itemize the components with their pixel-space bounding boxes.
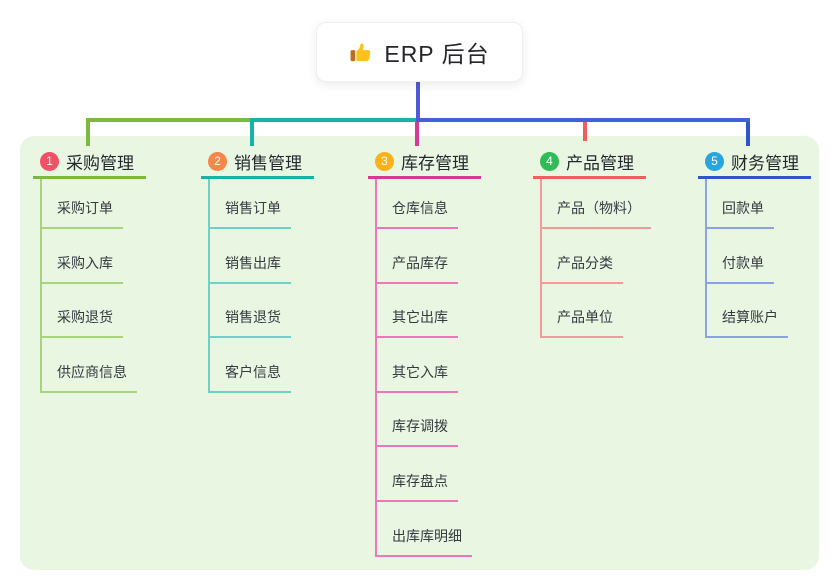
branch-number-badge: 2 (208, 151, 227, 171)
branch-inventory: 3 库存管理 仓库信息 产品库存 其它出库 其它入库 库存调拨 库存盘点 出库库… (368, 146, 528, 557)
branch-items: 产品（物料） 产品分类 产品单位 (540, 179, 651, 339)
branch-purchase: 1 采购管理 采购订单 采购入库 采购退货 供应商信息 (33, 146, 193, 393)
drop-line-finance (746, 118, 750, 146)
branch-title-finance[interactable]: 5 财务管理 (698, 146, 811, 179)
branch-title-label: 库存管理 (401, 153, 469, 173)
drop-line-product (583, 118, 587, 141)
node-item[interactable]: 其它出库 (377, 284, 472, 339)
branch-title-purchase[interactable]: 1 采购管理 (33, 146, 146, 179)
bus-line-right (416, 118, 750, 122)
branch-items: 销售订单 销售出库 销售退货 客户信息 (208, 179, 291, 393)
branch-title-label: 销售管理 (234, 153, 302, 173)
node-item[interactable]: 产品（物料） (542, 179, 651, 229)
thumbs-up-icon (350, 42, 371, 61)
branch-items: 仓库信息 产品库存 其它出库 其它入库 库存调拨 库存盘点 出库库明细 (375, 179, 472, 557)
node-item-label: 采购入库 (42, 253, 123, 284)
branch-title-inventory[interactable]: 3 库存管理 (368, 146, 481, 179)
drop-line-purchase (86, 118, 90, 146)
branches-panel (20, 136, 819, 570)
node-item-label: 其它出库 (377, 307, 458, 339)
node-item-label: 供应商信息 (42, 362, 137, 393)
branch-title-label: 产品管理 (566, 153, 634, 173)
branch-finance: 5 财务管理 回款单 付款单 结算账户 (698, 146, 839, 339)
node-item[interactable]: 结算账户 (707, 284, 788, 339)
node-item[interactable]: 其它入库 (377, 338, 472, 393)
node-item[interactable]: 销售退货 (210, 284, 291, 339)
node-item[interactable]: 供应商信息 (42, 338, 137, 393)
branch-title-label: 财务管理 (731, 153, 799, 173)
branch-number-badge: 5 (705, 151, 724, 171)
node-item[interactable]: 采购订单 (42, 179, 137, 229)
node-item-label: 付款单 (707, 253, 774, 284)
node-item[interactable]: 采购入库 (42, 229, 137, 284)
branch-number-badge: 4 (540, 151, 559, 171)
branch-title-sales[interactable]: 2 销售管理 (201, 146, 314, 179)
branch-title-product[interactable]: 4 产品管理 (533, 146, 646, 179)
node-item-label: 采购退货 (42, 307, 123, 339)
node-item-label: 结算账户 (707, 307, 788, 339)
node-item-label: 回款单 (707, 198, 774, 229)
branch-title-label: 采购管理 (66, 153, 134, 173)
node-item[interactable]: 库存调拨 (377, 393, 472, 448)
node-item-label: 库存盘点 (377, 471, 458, 502)
node-item-label: 销售出库 (210, 253, 291, 284)
branch-product: 4 产品管理 产品（物料） 产品分类 产品单位 (533, 146, 693, 339)
node-item-label: 采购订单 (42, 198, 123, 229)
bus-line-purchase (86, 118, 254, 122)
branch-number-badge: 1 (40, 151, 59, 171)
branch-items: 采购订单 采购入库 采购退货 供应商信息 (40, 179, 137, 393)
node-item[interactable]: 产品单位 (542, 284, 651, 339)
node-item-label: 客户信息 (210, 362, 291, 393)
node-item-label: 库存调拨 (377, 416, 458, 448)
node-item-label: 产品（物料） (542, 198, 651, 229)
root-node[interactable]: ERP 后台 (316, 22, 523, 82)
node-item-label: 出库库明细 (377, 526, 472, 557)
node-item[interactable]: 销售出库 (210, 229, 291, 284)
node-item[interactable]: 出库库明细 (377, 502, 472, 557)
node-item-label: 其它入库 (377, 362, 458, 393)
node-item[interactable]: 产品库存 (377, 229, 472, 284)
branch-number-badge: 3 (375, 151, 394, 171)
bus-line-sales (250, 118, 420, 122)
drop-line-sales (250, 118, 254, 146)
node-item[interactable]: 销售订单 (210, 179, 291, 229)
node-item[interactable]: 回款单 (707, 179, 788, 229)
root-connector-line (416, 82, 420, 122)
node-item-label: 产品库存 (377, 253, 458, 284)
node-item-label: 产品分类 (542, 253, 623, 284)
node-item[interactable]: 采购退货 (42, 284, 137, 339)
root-node-label: ERP 后台 (384, 41, 490, 67)
node-item-label: 产品单位 (542, 307, 623, 339)
drop-line-inventory (415, 118, 419, 146)
branch-sales: 2 销售管理 销售订单 销售出库 销售退货 客户信息 (201, 146, 361, 393)
node-item-label: 仓库信息 (377, 198, 458, 229)
node-item-label: 销售订单 (210, 198, 291, 229)
node-item-label: 销售退货 (210, 307, 291, 339)
node-item[interactable]: 库存盘点 (377, 447, 472, 502)
node-item[interactable]: 仓库信息 (377, 179, 472, 229)
node-item[interactable]: 付款单 (707, 229, 788, 284)
node-item[interactable]: 客户信息 (210, 338, 291, 393)
branch-items: 回款单 付款单 结算账户 (705, 179, 788, 339)
node-item[interactable]: 产品分类 (542, 229, 651, 284)
